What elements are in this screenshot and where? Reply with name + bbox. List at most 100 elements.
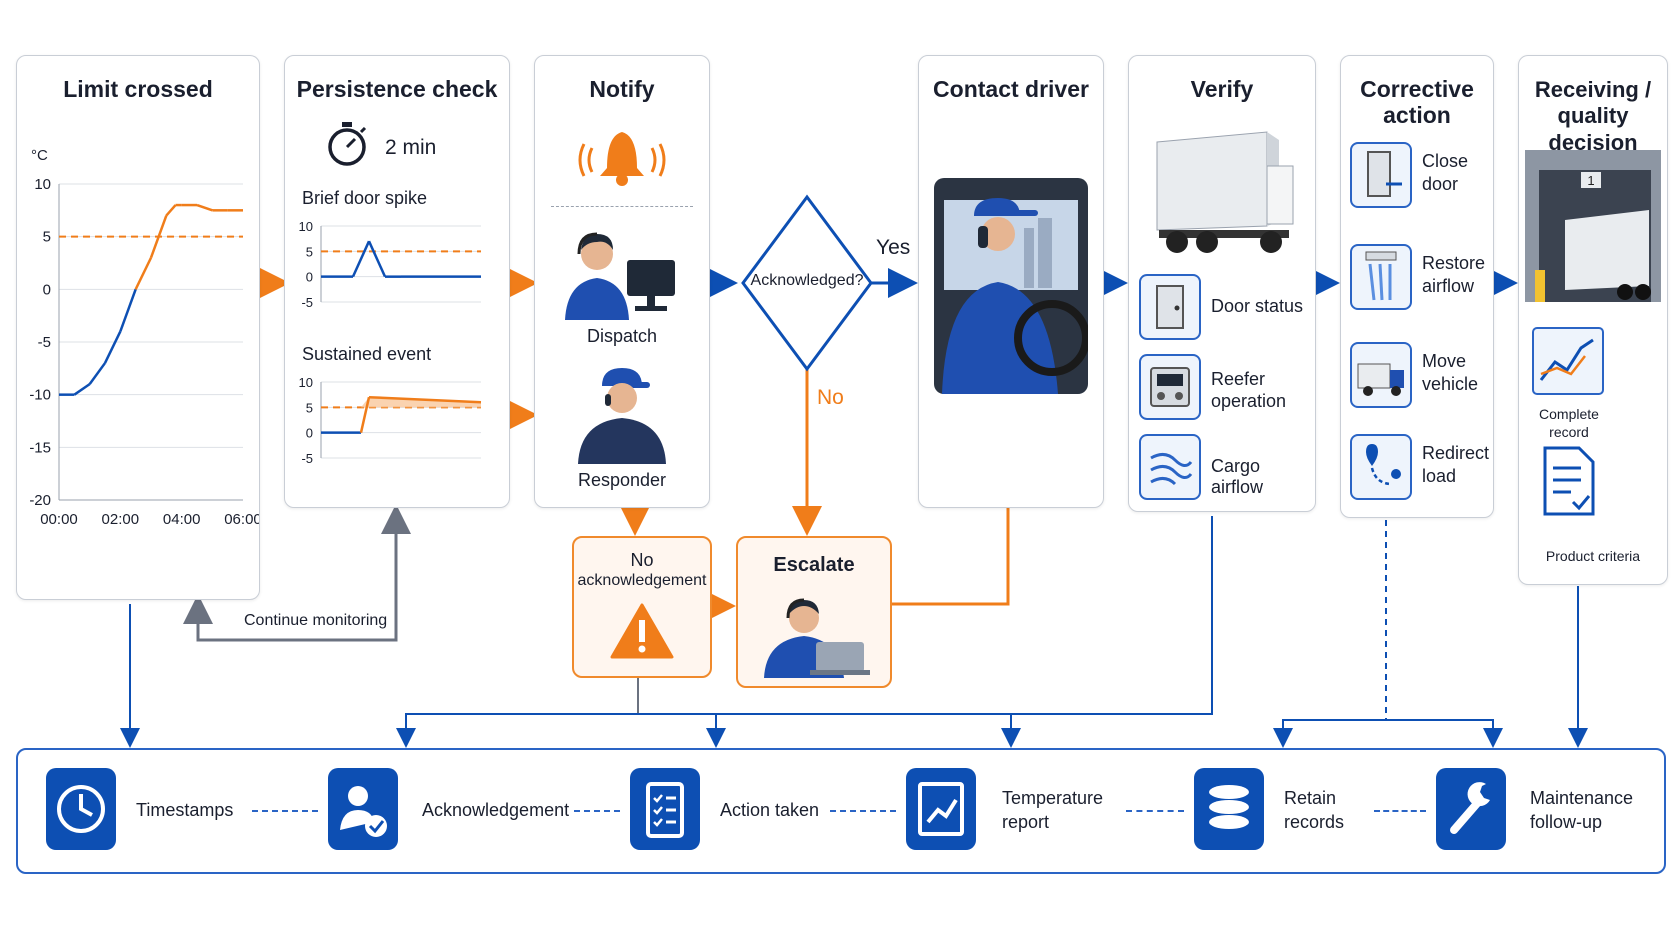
reefer-unit-icon	[1139, 354, 1201, 420]
verify-item-reefer-operation: Reefer operation	[1211, 369, 1287, 411]
receiving-card: Receiving / quality decision 1 Complete …	[1518, 55, 1668, 585]
reefer-truck-icon	[1156, 131, 1294, 253]
dock-number: 1	[1587, 173, 1594, 188]
dashed-connector	[1126, 810, 1184, 812]
x-tick-label: 00:00	[40, 511, 78, 528]
series-segment	[367, 240, 387, 278]
dispatch-label: Dispatch	[586, 326, 658, 346]
corrective-item-line1: Redirect	[1422, 443, 1490, 463]
corrective-item-line1: Restore	[1422, 253, 1486, 273]
complete-record-line1: Complete	[1539, 406, 1599, 422]
x-tick-label: 04:00	[163, 511, 201, 528]
escalate-title: Escalate	[773, 554, 855, 576]
move-vehicle-icon	[1350, 342, 1412, 408]
y-tick-label: 10	[299, 375, 313, 390]
unit-label: °C	[31, 147, 48, 164]
airflow-icon	[1139, 434, 1201, 500]
record-item-label: Action taken	[720, 798, 819, 822]
y-tick-label: -10	[29, 387, 51, 404]
y-tick-label: 10	[34, 176, 51, 193]
sustained-event-chart: 10 5 0 -5	[299, 375, 482, 466]
y-tick-label: 5	[306, 400, 313, 415]
receiving-title-line2: quality decision	[1548, 103, 1638, 155]
complete-record-chart-icon	[1532, 327, 1604, 395]
series-segment	[88, 362, 107, 385]
record-item-line2: follow-up	[1530, 812, 1603, 832]
record-item-label: Temperature report	[1002, 786, 1103, 834]
yes-label: Yes	[876, 236, 911, 259]
verify-card: Verify Door status Reefer operation Carg…	[1128, 55, 1316, 512]
dashed-connector	[252, 810, 318, 812]
corrective-item-label: Close door	[1422, 150, 1468, 196]
series-segment	[119, 288, 137, 332]
dashed-connector	[830, 810, 896, 812]
y-tick-label: -5	[301, 451, 313, 466]
y-tick-label: -15	[29, 439, 51, 456]
record-item-label: Acknowledgement	[422, 798, 569, 822]
receiving-title-line1: Receiving /	[1534, 77, 1652, 102]
responder-icon	[578, 368, 666, 464]
loading-dock-image: 1	[1525, 150, 1661, 302]
corrective-item-line2: load	[1422, 466, 1457, 486]
corrective-item-line2: airflow	[1422, 276, 1475, 296]
y-tick-label: 10	[299, 219, 313, 234]
notify-title: Notify	[589, 76, 655, 102]
record-item-label: Retain records	[1284, 786, 1344, 834]
wrench-icon	[1436, 768, 1506, 850]
corrective-item-line1: Move	[1422, 351, 1467, 371]
series-segment	[149, 215, 168, 259]
x-tick-label: 02:00	[102, 511, 140, 528]
user-check-icon	[328, 768, 398, 850]
dispatch-operator-icon	[565, 232, 675, 320]
sustained-event-label: Sustained event	[302, 344, 432, 364]
corrective-item-line2: vehicle	[1422, 374, 1479, 394]
series-segment	[134, 257, 153, 290]
bell-alert-icon	[578, 132, 666, 186]
limit-crossed-title: Limit crossed	[63, 76, 213, 102]
record-item-line1: Temperature	[1002, 788, 1104, 808]
x-tick-label: 06:00	[224, 511, 259, 528]
dashed-connector	[574, 810, 620, 812]
corrective-item-line2: door	[1422, 174, 1459, 194]
y-tick-label: 0	[306, 426, 313, 441]
y-tick-label: 5	[306, 244, 313, 259]
y-tick-label: 0	[306, 270, 313, 285]
corrective-item-label: Restore airflow	[1422, 252, 1485, 298]
restore-airflow-icon	[1350, 244, 1412, 310]
record-item-line1: Retain	[1284, 788, 1337, 808]
y-tick-label: 5	[43, 229, 51, 246]
series-segment	[73, 383, 91, 396]
warning-icon	[610, 603, 674, 659]
clock-icon	[46, 768, 116, 850]
y-tick-label: -5	[38, 334, 51, 351]
corrective-title-line1: Corrective	[1360, 76, 1474, 102]
persistence-check-title: Persistence check	[296, 76, 498, 102]
door-status-icon	[1139, 274, 1201, 340]
record-item-line2: report	[1002, 812, 1050, 832]
verify-item-door-status: Door status	[1211, 296, 1304, 316]
exceedance-area	[361, 397, 481, 408]
checklist-icon	[630, 768, 700, 850]
series-segment	[103, 330, 122, 364]
acknowledged-decision-diamond	[741, 194, 873, 372]
record-item-line2: records	[1284, 812, 1345, 832]
acknowledged-question: Acknowledged?	[750, 272, 864, 289]
verify-title: Verify	[1190, 76, 1254, 102]
series-segment	[359, 396, 371, 433]
report-chart-icon	[906, 768, 976, 850]
product-criteria-label: Product criteria	[1545, 548, 1641, 564]
corrective-item-line1: Close	[1422, 151, 1469, 171]
no-acknowledgement-card: No acknowledgement	[572, 536, 712, 678]
database-icon	[1194, 768, 1264, 850]
y-tick-label: -5	[301, 295, 313, 310]
record-item-line1: Action taken	[720, 800, 820, 820]
verify-item-cargo-airflow: Cargo airflow	[1211, 456, 1264, 497]
corrective-item-label: Redirect load	[1422, 442, 1489, 488]
no-ack-line1: No	[630, 550, 654, 570]
no-ack-line2: acknowledgement	[577, 572, 707, 589]
contact-driver-card: Contact driver	[918, 55, 1104, 508]
